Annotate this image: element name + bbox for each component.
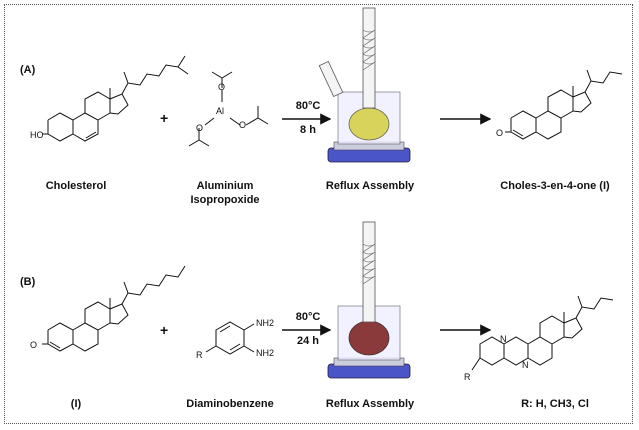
ketone-o-label-a: O [496, 128, 503, 138]
temperature-label-b: 80°C [295, 311, 321, 323]
ketone-o-label-b: O [30, 340, 37, 350]
product-caption-a: Choles-3-en-4-one (I) [500, 180, 610, 192]
reflux-caption-a: Reflux Assembly [325, 180, 415, 192]
time-label-b: 24 h [296, 335, 319, 347]
o-atom-right: O [239, 120, 246, 130]
cholesterol-caption: Cholesterol [45, 180, 107, 192]
aluminium-caption-line2: Isopropoxide [190, 194, 260, 206]
n-atom-1: N [500, 334, 507, 344]
reflux-assembly-a [318, 7, 411, 163]
n-atom-2: N [522, 360, 529, 370]
plus-sign-a: + [160, 110, 169, 126]
r-substituent-label: R [196, 350, 203, 360]
cholestenone-structure [505, 69, 623, 140]
hydroxyl-label: HO [30, 130, 44, 140]
cholesterol-structure [47, 55, 189, 142]
steroidal-quinoxaline-structure [471, 295, 614, 371]
amine-label-2: NH2 [256, 348, 274, 358]
o-atom-top: O [218, 82, 225, 92]
o-atom-left: O [196, 123, 203, 133]
section-b-label: (B) [20, 276, 36, 288]
reflux-assembly-b [327, 221, 411, 379]
time-label-a: 8 h [300, 124, 316, 136]
section-a-label: (A) [20, 64, 36, 76]
aluminium-caption-line1: Aluminium [196, 180, 254, 192]
diaminobenzene-structure [205, 321, 255, 355]
intermediate-caption: (I) [70, 398, 82, 410]
cholestenone-structure-b [42, 265, 186, 352]
al-atom-label: Al [216, 106, 224, 116]
dotted-border-frame [4, 4, 633, 424]
diaminobenzene-caption: Diaminobenzene [186, 398, 274, 410]
temperature-label-a: 80°C [295, 100, 321, 112]
reflux-caption-b: Reflux Assembly [325, 398, 415, 410]
amine-label-1: NH2 [256, 318, 274, 328]
plus-sign-b: + [160, 322, 169, 338]
product-caption-b: R: H, CH3, Cl [521, 398, 589, 410]
r-substituent-label-product: R [464, 372, 471, 382]
aluminium-isopropoxide-structure [188, 71, 269, 147]
